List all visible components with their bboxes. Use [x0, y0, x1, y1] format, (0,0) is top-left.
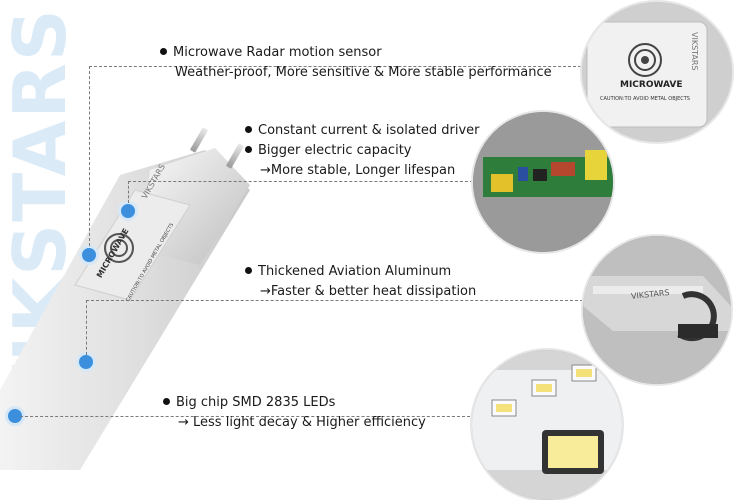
microwave-symbol-icon — [104, 233, 134, 263]
closeup-caution-label: CAUTION:TO AVOID METAL OBJECTS — [600, 96, 690, 102]
connector-driver-v — [128, 181, 129, 203]
feature-aluminum-detail: →Faster & better heat dissipation — [260, 284, 477, 299]
marker-driver — [118, 201, 138, 221]
feature-leds: Big chip SMD 2835 LEDs → Less light deca… — [163, 393, 426, 433]
feature-leds-detail: → Less light decay & Higher efficiency — [178, 415, 426, 430]
marker-sensor — [79, 245, 99, 265]
connector-driver-h — [128, 181, 473, 182]
marker-aluminum — [76, 352, 96, 372]
feature-sensor-detail: Weather-proof, More sensitive & More sta… — [175, 65, 552, 80]
connector-aluminum-v — [86, 300, 87, 355]
feature-aluminum-title: Thickened Aviation Aluminum — [258, 264, 452, 279]
sensor-closeup: MICROWAVE CAUTION:TO AVOID METAL OBJECTS… — [582, 2, 732, 142]
feature-sensor: Microwave Radar motion sensor Weather-pr… — [160, 43, 552, 83]
feature-driver-title: Constant current & isolated driver — [258, 123, 480, 138]
connector-sensor-v — [89, 66, 90, 246]
closeup-brand-label: VIKSTARS — [690, 32, 699, 71]
feature-sensor-title: Microwave Radar motion sensor — [173, 45, 382, 60]
connector-leds-h — [20, 416, 470, 417]
feature-aluminum: Thickened Aviation Aluminum →Faster & be… — [245, 262, 476, 302]
led-chip-closeup — [472, 350, 622, 500]
connector-aluminum-h — [86, 300, 583, 301]
aluminum-closeup: VIKSTARS — [583, 236, 731, 384]
driver-closeup — [473, 112, 613, 252]
feature-leds-title: Big chip SMD 2835 LEDs — [176, 395, 336, 410]
connector-sensor-h — [89, 66, 586, 67]
feature-driver-title2: Bigger electric capacity — [258, 143, 412, 158]
closeup-microwave-label: MICROWAVE — [620, 80, 683, 90]
feature-driver: Constant current & isolated driver Bigge… — [245, 121, 480, 181]
feature-driver-detail: →More stable, Longer lifespan — [260, 163, 456, 178]
